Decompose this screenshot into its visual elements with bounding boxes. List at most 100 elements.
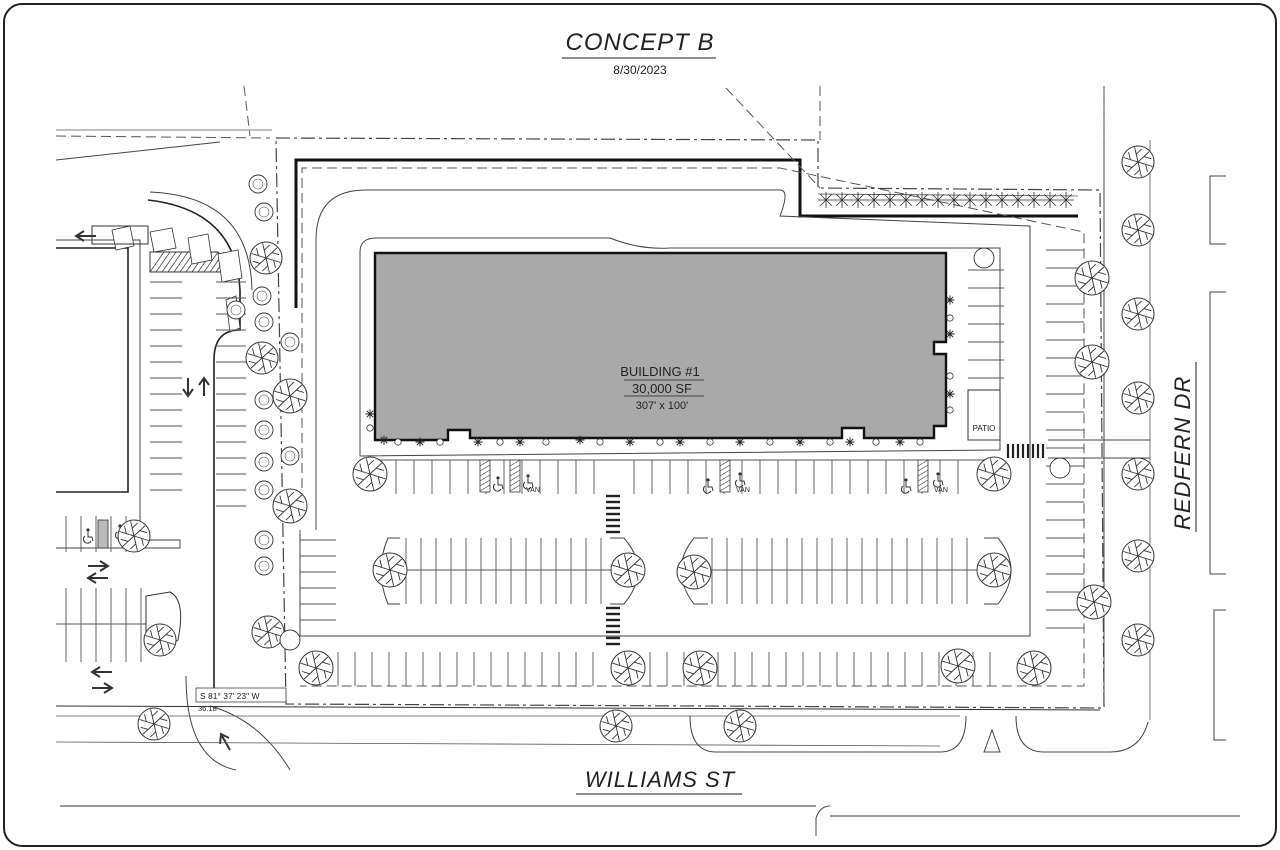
tree-icon bbox=[1121, 145, 1155, 179]
tree-icon bbox=[610, 650, 646, 686]
crosswalk-south bbox=[606, 494, 620, 646]
hatch-line bbox=[479, 464, 491, 472]
hatch-line bbox=[479, 484, 491, 492]
planting-icon bbox=[394, 438, 402, 446]
west-drive-curb-2 bbox=[149, 191, 253, 291]
planting-icon bbox=[706, 438, 714, 446]
tree-icon bbox=[117, 519, 151, 553]
tree-icon bbox=[1074, 344, 1110, 380]
shrub-icon bbox=[254, 556, 274, 576]
accessible-icon bbox=[522, 478, 534, 490]
planting-icon bbox=[542, 438, 550, 446]
hatch-line bbox=[479, 459, 491, 467]
shrub-icon bbox=[226, 300, 246, 320]
building-name: BUILDING #1 bbox=[620, 364, 699, 379]
west-hatch bbox=[149, 251, 231, 273]
accessible-icon bbox=[492, 480, 504, 492]
redfern-curb-east-1 bbox=[1209, 175, 1226, 245]
west-building bbox=[56, 247, 129, 493]
van-label: VAN bbox=[934, 487, 948, 494]
arrow-left-icon bbox=[86, 572, 108, 584]
tree-icon bbox=[1121, 213, 1155, 247]
planting-icon bbox=[496, 438, 504, 446]
accessible-icon bbox=[904, 478, 908, 482]
tree-icon bbox=[245, 341, 279, 375]
planting-icon bbox=[625, 437, 635, 447]
hatch-line bbox=[509, 464, 521, 472]
patio bbox=[967, 389, 1001, 441]
hedge-shrub-icon bbox=[978, 192, 994, 208]
accessible-stalls bbox=[82, 459, 944, 544]
planting-icon bbox=[872, 438, 880, 446]
parking-curb bbox=[299, 189, 1031, 637]
hedge-shrub-icon bbox=[850, 192, 866, 208]
angled-stall bbox=[111, 225, 135, 251]
foundation-plantings bbox=[365, 295, 955, 447]
planting-icon bbox=[436, 438, 444, 446]
planting-icon bbox=[473, 437, 483, 447]
small-shrubs bbox=[226, 174, 1071, 651]
planting-icon bbox=[656, 438, 664, 446]
hatch-line bbox=[149, 251, 165, 273]
hedge-shrub-icon bbox=[1010, 192, 1026, 208]
plan-title: CONCEPT B bbox=[565, 29, 714, 56]
hatch-line bbox=[719, 484, 731, 492]
west-stalls bbox=[300, 539, 336, 621]
williams-row bbox=[55, 705, 1101, 711]
west-pad-edge bbox=[55, 135, 271, 139]
survey-distance: 36.18' bbox=[198, 704, 219, 713]
accessible-icon bbox=[526, 474, 530, 478]
tree-icon bbox=[137, 707, 171, 741]
front-stalls bbox=[372, 459, 1000, 494]
tree-icon bbox=[976, 456, 1012, 492]
planting-icon bbox=[945, 329, 955, 339]
hedge-shrub-icon bbox=[882, 192, 898, 208]
planting-icon bbox=[946, 406, 954, 414]
plan-date: 8/30/2023 bbox=[613, 63, 667, 77]
west-fence bbox=[55, 141, 221, 161]
planting-icon bbox=[596, 438, 604, 446]
williams-curb-mid bbox=[55, 741, 941, 747]
screen-wall bbox=[294, 158, 1078, 308]
hatch-line bbox=[917, 469, 929, 477]
redfern-sidewalk-connector bbox=[1048, 439, 1150, 459]
arrow-right-icon bbox=[92, 682, 114, 694]
planting-icon bbox=[379, 435, 389, 445]
accessible-icon bbox=[738, 472, 742, 476]
tree-icon bbox=[298, 650, 334, 686]
hatch-line bbox=[917, 484, 929, 492]
tree-icon bbox=[1121, 297, 1155, 331]
tree-icon bbox=[1121, 457, 1155, 491]
hatch-line bbox=[917, 474, 929, 482]
angled-stall bbox=[217, 249, 243, 283]
angled-stall bbox=[187, 233, 213, 265]
hedge-shrub-icon bbox=[834, 192, 850, 208]
tree-icon bbox=[940, 648, 976, 684]
patio-label: PATIO bbox=[973, 424, 996, 433]
planting-icon bbox=[766, 438, 774, 446]
accessible-icon bbox=[900, 482, 912, 494]
hatch-line bbox=[509, 479, 521, 487]
redfern-curb-east-2 bbox=[1209, 291, 1226, 575]
williams-sidewalk bbox=[815, 805, 831, 836]
hedge-shrub-icon bbox=[914, 192, 930, 208]
tree-icon bbox=[1121, 539, 1155, 573]
tree-icon bbox=[610, 552, 646, 588]
tree-icon bbox=[249, 241, 283, 275]
tree-icon bbox=[272, 488, 308, 524]
tree-icon bbox=[352, 456, 388, 492]
middle-stalls bbox=[405, 538, 968, 604]
planting-icon bbox=[826, 438, 834, 446]
south-driveway-2 bbox=[209, 705, 291, 771]
arrow-down-icon bbox=[182, 378, 194, 398]
hatched-aisle bbox=[97, 519, 109, 549]
accessible-icon bbox=[496, 476, 500, 480]
arrow-left-icon bbox=[74, 230, 96, 242]
hatch-line bbox=[479, 474, 491, 482]
hatch-line bbox=[917, 479, 929, 487]
shrub-icon bbox=[279, 629, 301, 651]
hedge-shrub-icon bbox=[994, 192, 1010, 208]
shrub-icon bbox=[254, 390, 274, 410]
hatch-line bbox=[479, 469, 491, 477]
shrub-icon bbox=[254, 420, 274, 440]
